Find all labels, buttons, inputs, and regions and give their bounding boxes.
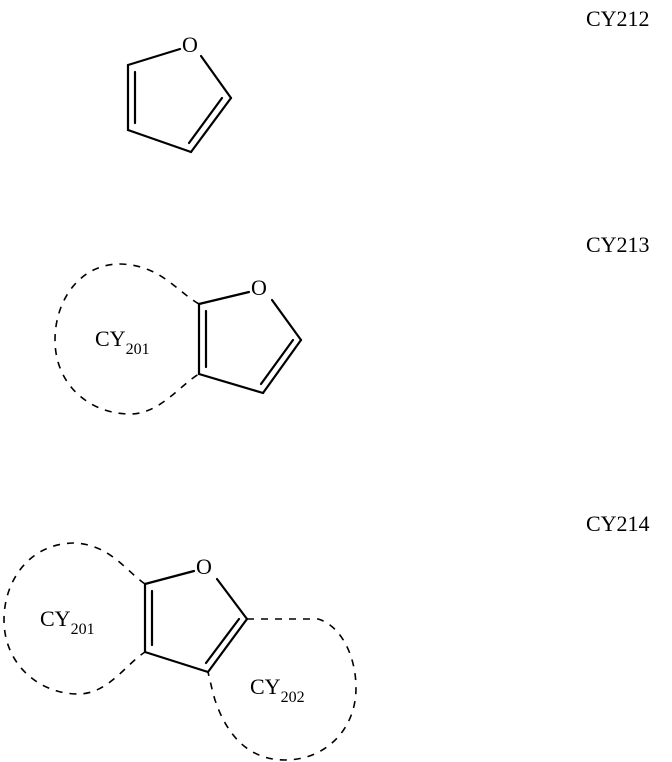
oxygen-atom: O [251, 275, 267, 300]
furan-ring [126, 47, 233, 154]
structure-label: CY213 [586, 232, 650, 257]
fused-ring-cy202-outline [207, 618, 357, 761]
structure-label: CY214 [586, 511, 650, 536]
fused-ring-cy201-outline [54, 263, 200, 415]
structure-cy213: CY213 O CY201 [54, 232, 650, 415]
oxygen-atom: O [182, 32, 198, 57]
structure-label: CY212 [586, 6, 650, 31]
fused-ring-cy201-label: CY201 [40, 606, 95, 638]
fused-ring-cy201-label: CY201 [95, 326, 150, 358]
furan-ring [143, 569, 249, 674]
fused-ring-cy202-label: CY202 [250, 674, 305, 706]
structure-cy212: CY212 O [126, 6, 650, 154]
fused-ring-cy201-outline [3, 542, 146, 695]
oxygen-atom: O [196, 554, 212, 579]
furan-ring [197, 290, 303, 395]
structure-cy214: CY214 O CY201 CY202 [3, 511, 650, 761]
